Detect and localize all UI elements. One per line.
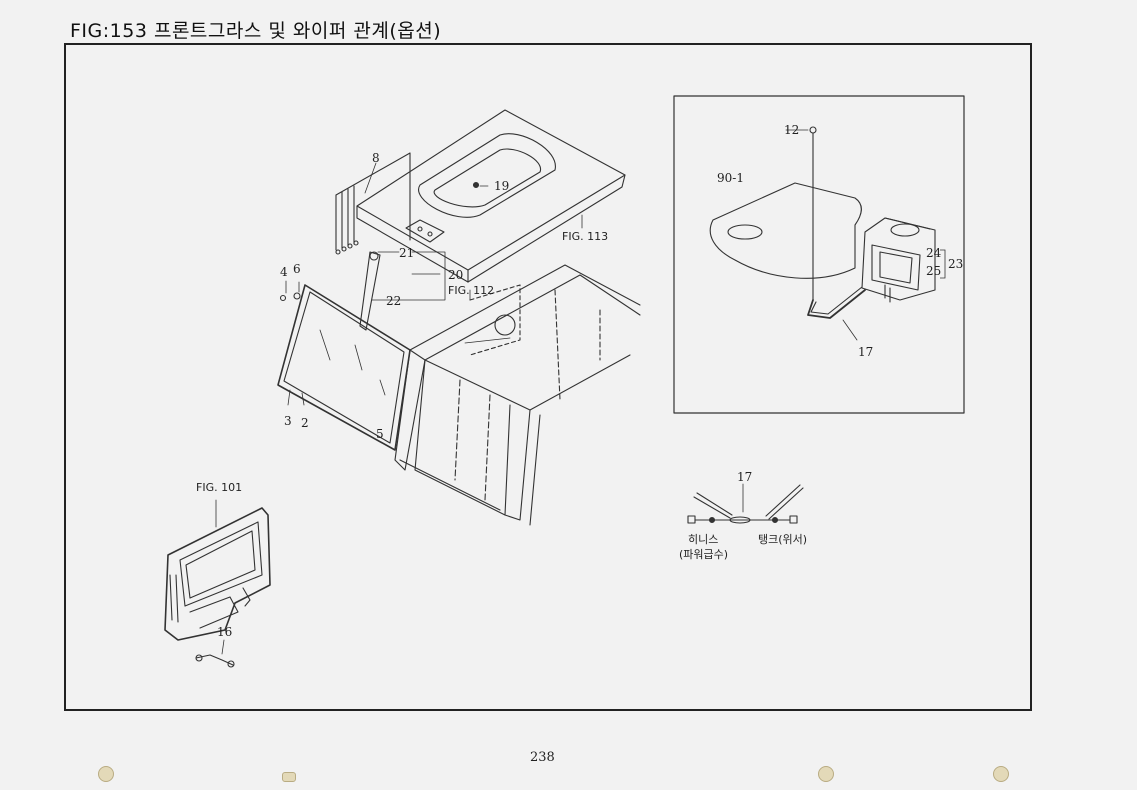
glass-hinge-bracket bbox=[335, 152, 411, 255]
figure-frame bbox=[64, 43, 1032, 711]
binder-hole-mid-left bbox=[282, 772, 296, 782]
wiper-motor bbox=[405, 181, 480, 243]
inset-callout-90-1: 90-1 bbox=[717, 171, 744, 185]
callout-19: 19 bbox=[494, 179, 509, 193]
callout-6: 6 bbox=[293, 262, 301, 276]
reference-fig-113: FIG. 113 bbox=[562, 230, 608, 243]
reference-fig-112: FIG. 112 bbox=[448, 284, 494, 297]
reference-fig-101: FIG. 101 bbox=[196, 481, 242, 494]
callout-22: 22 bbox=[386, 294, 401, 308]
roof-panel bbox=[356, 109, 626, 283]
hose-left-label: 히니스 bbox=[688, 532, 718, 546]
inset-callout-25: 25 bbox=[926, 264, 941, 278]
leader-lines bbox=[285, 162, 583, 406]
hose-callout-17: 17 bbox=[737, 470, 752, 484]
page-number: 238 bbox=[530, 750, 555, 765]
hose-right-label: 탱크(위서) bbox=[758, 533, 807, 546]
wiper-arm bbox=[359, 251, 381, 331]
inset-callout-17: 17 bbox=[858, 345, 873, 359]
inset-callout-23: 23 bbox=[948, 257, 963, 271]
binder-hole-left bbox=[98, 766, 114, 782]
callout-2: 2 bbox=[301, 416, 309, 430]
cab-frame bbox=[394, 264, 641, 526]
hose-left-sublabel: (파워급수) bbox=[679, 548, 728, 561]
washer-tank-inset bbox=[673, 95, 965, 414]
inset-callout-24: 24 bbox=[926, 246, 942, 260]
front-glass bbox=[277, 284, 411, 451]
door-assembly bbox=[164, 499, 271, 668]
callout-4: 4 bbox=[280, 265, 288, 279]
callout-8: 8 bbox=[372, 151, 380, 165]
callout-21: 21 bbox=[399, 246, 414, 260]
hose-schematic bbox=[687, 483, 804, 524]
figure-title: FIG:153 프론트그라스 및 와이퍼 관계(옵션) bbox=[70, 20, 442, 42]
inset-callout-12: 12 bbox=[784, 123, 799, 137]
callout-5: 5 bbox=[376, 427, 384, 441]
callout-3: 3 bbox=[284, 414, 292, 428]
callout-16: 16 bbox=[217, 625, 232, 639]
binder-hole-mid-right bbox=[818, 766, 834, 782]
callout-20: 20 bbox=[448, 268, 463, 282]
binder-hole-right bbox=[993, 766, 1009, 782]
